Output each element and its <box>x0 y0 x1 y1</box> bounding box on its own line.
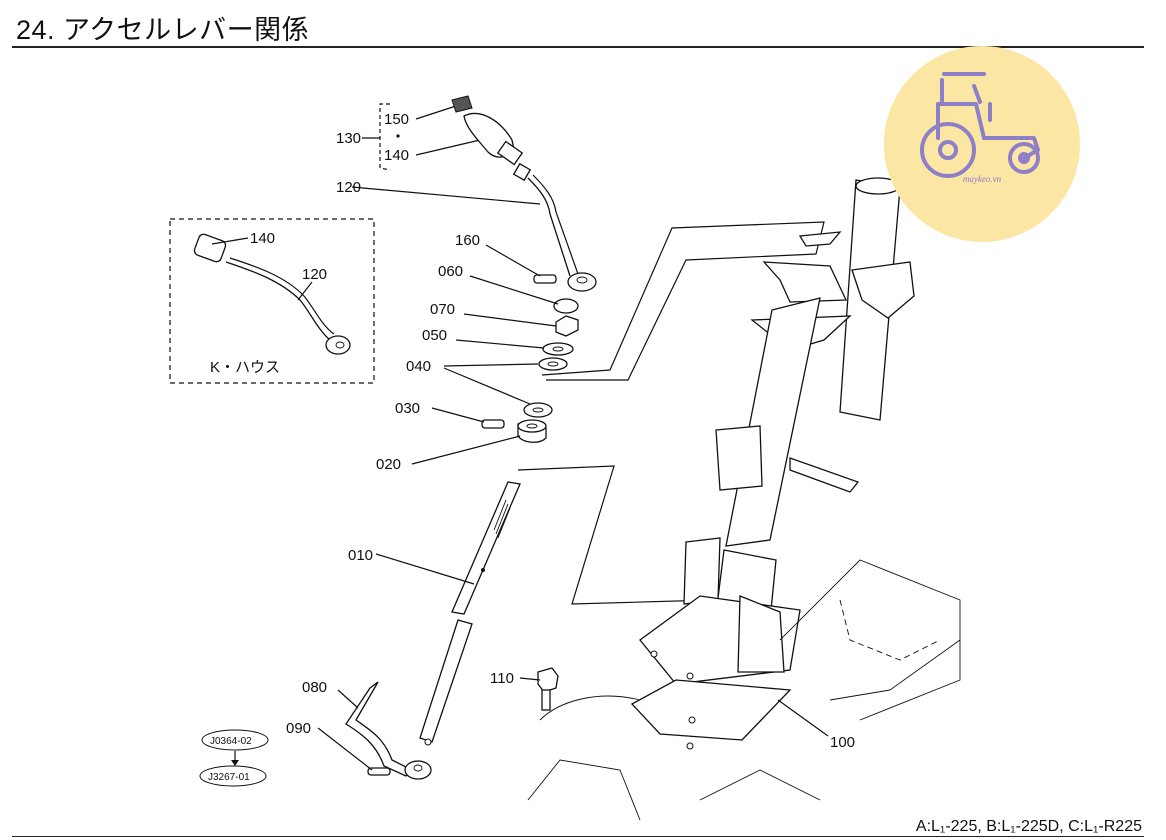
model-applicability-note: A:L₁-225, B:L₁-225D, C:L₁-R225 <box>915 818 1142 835</box>
ref-oval-1 <box>201 729 269 751</box>
column-assembly <box>527 177 961 821</box>
label-010: 010 <box>348 547 373 564</box>
pin-090 <box>367 767 391 776</box>
title-divider <box>12 46 1144 48</box>
inset-box <box>169 218 375 384</box>
pin-030 <box>481 419 505 429</box>
washer-040b <box>523 402 553 418</box>
label-080: 080 <box>302 679 327 696</box>
label-020: 020 <box>376 456 401 473</box>
label-090: 090 <box>286 720 311 737</box>
nut-070 <box>555 315 579 337</box>
label-130: 130 <box>336 130 361 147</box>
label-120: 120 <box>336 179 361 196</box>
washer-040a <box>538 357 568 371</box>
label-110: 110 <box>490 670 514 687</box>
bolt-110 <box>537 667 559 711</box>
ref-1: J0364-02 <box>210 736 252 747</box>
tractor-icon <box>920 72 1040 178</box>
logo-text: maykeo.vn <box>962 174 1002 184</box>
ref-oval-2 <box>199 765 267 787</box>
group-dot <box>396 134 400 138</box>
knob-drawing <box>451 95 532 182</box>
label-070: 070 <box>430 301 455 318</box>
lever-boss <box>567 272 597 292</box>
label-050: 050 <box>422 327 447 344</box>
ref-2: J3267-01 <box>208 772 250 783</box>
label-160: 160 <box>455 232 480 249</box>
washer-050 <box>542 342 574 356</box>
label-140: 140 <box>384 147 409 164</box>
page-title: 24. アクセルレバー関係 <box>16 15 310 45</box>
rod-080 <box>345 681 414 777</box>
inset-label-120: 120 <box>302 266 327 283</box>
pin-160 <box>533 274 557 284</box>
label-060: 060 <box>438 263 463 280</box>
inset-caption: K・ハウス <box>210 359 280 376</box>
washer-060 <box>553 298 579 314</box>
label-100: 100 <box>830 734 855 751</box>
label-150: 150 <box>384 111 409 128</box>
inset-label-140: 140 <box>250 230 275 247</box>
inset-lever-drawing <box>193 233 351 355</box>
bottom-divider <box>12 836 1144 837</box>
brand-logo: maykeo.vn <box>884 46 1080 242</box>
label-040: 040 <box>406 358 431 375</box>
shaft-010 <box>419 481 521 746</box>
label-030: 030 <box>395 400 420 417</box>
